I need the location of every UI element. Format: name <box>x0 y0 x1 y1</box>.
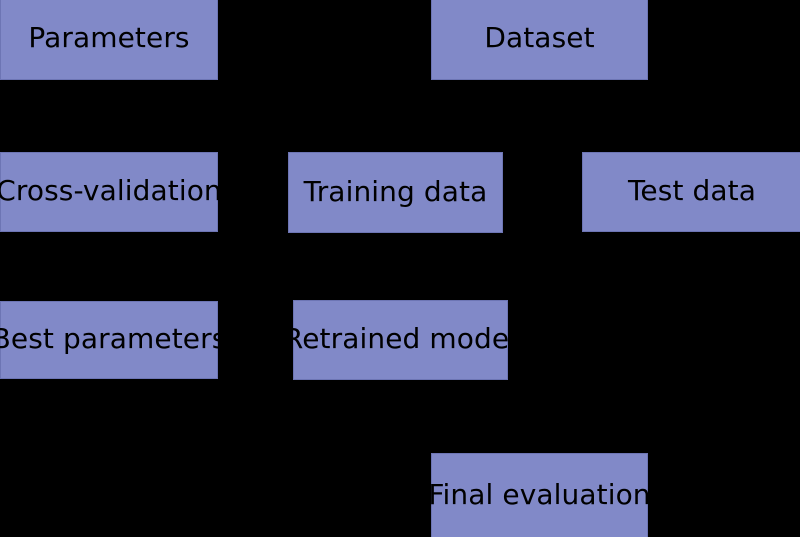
node-label-cross-validation: Cross-validation <box>0 174 222 207</box>
node-label-training-data: Training data <box>303 174 488 208</box>
node-parameters[interactable]: Parameters <box>0 0 218 80</box>
node-label-dataset: Dataset <box>484 21 595 54</box>
node-label-test-data: Test data <box>627 174 756 207</box>
node-cross-validation[interactable]: Cross-validation <box>0 152 222 232</box>
node-final-evaluation[interactable]: Final evaluation <box>428 453 651 537</box>
node-label-parameters: Parameters <box>28 21 190 54</box>
node-retrained-model[interactable]: Retrained model <box>284 300 517 380</box>
node-label-best-parameters: Best parameters <box>0 322 227 355</box>
node-test-data[interactable]: Test data <box>582 152 800 232</box>
node-label-retrained-model: Retrained model <box>283 322 518 355</box>
node-training-data[interactable]: Training data <box>288 152 503 233</box>
node-best-parameters[interactable]: Best parameters <box>0 301 226 379</box>
node-label-final-evaluation: Final evaluation <box>428 478 651 511</box>
node-dataset[interactable]: Dataset <box>431 0 648 80</box>
